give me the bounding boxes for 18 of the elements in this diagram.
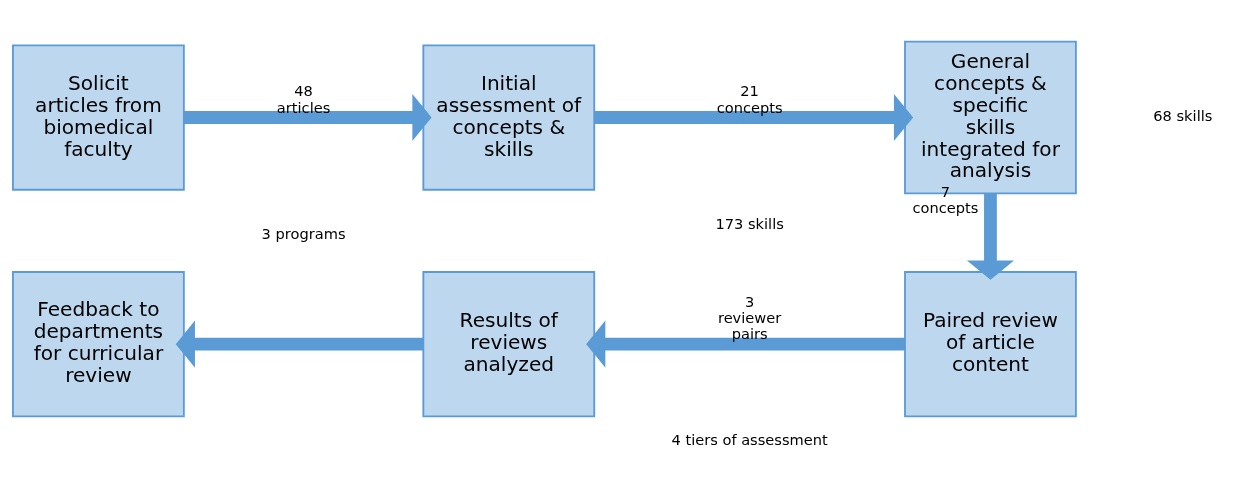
edge-label: 3 reviewer pairs (717, 292, 782, 342)
label: 173 skills (715, 214, 784, 232)
arrow (966, 193, 1014, 280)
arrow (175, 320, 424, 368)
node-box: Solicit articles from biomedical faculty (12, 43, 185, 191)
edge-label: 48 articles (276, 81, 331, 116)
label: 4 tiers of assessment (671, 430, 828, 448)
node-box: Feedback to departments for curricular review (12, 270, 185, 417)
arrow (586, 320, 905, 368)
node-box: Paired review of article content (904, 270, 1077, 417)
arrow (594, 93, 914, 141)
node-box: Results of reviews analyzed (422, 270, 596, 417)
node-box: Initial assessment of concepts & skills (422, 43, 596, 191)
edge-label: 21 concepts (716, 81, 783, 116)
arrow (183, 93, 432, 141)
label: 3 programs (261, 224, 346, 242)
label: 68 skills (1153, 106, 1213, 124)
edge-label: 7 concepts (912, 182, 979, 216)
